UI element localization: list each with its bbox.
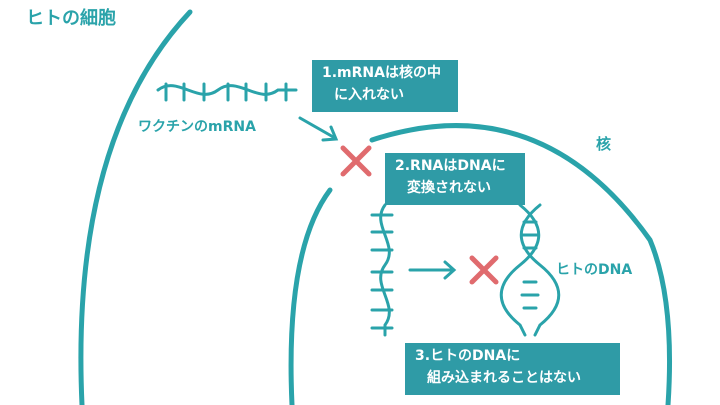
cell-membrane (78, 9, 193, 405)
nucleus-label: 核 (596, 135, 612, 153)
note-2-line-1: 2.RNAはDNAに (395, 158, 506, 174)
note-box-1: 1.mRNAは核の中 に入れない (312, 60, 458, 112)
vaccine-mrna-label: ワクチンのmRNA (138, 119, 256, 135)
note-3-line-1: 3.ヒトのDNAに (415, 348, 521, 364)
nucleus-membrane-left (288, 187, 333, 405)
note-2-line-2: 変換されない (407, 180, 491, 196)
arrow-to-nucleus (298, 116, 339, 142)
human-dna-label: ヒトのDNA (556, 262, 633, 278)
note-1-line-2: に入れない (334, 87, 404, 103)
rna-strand-vertical (370, 203, 394, 337)
nucleus-membrane-right (369, 123, 673, 405)
note-1-line-1: 1.mRNAは核の中 (322, 65, 441, 81)
cell-label: ヒトの細胞 (26, 8, 116, 29)
note-3-line-2: 組み込まれることはない (427, 370, 581, 386)
cross-mark-conversion (469, 255, 499, 285)
cross-mark-entry (340, 145, 372, 177)
arrow-to-dna (408, 260, 457, 280)
note-box-3: 3.ヒトのDNAに 組み込まれることはない (405, 343, 620, 395)
vaccine-mrna-strand (156, 82, 298, 102)
dna-double-helix (499, 203, 561, 337)
note-box-2: 2.RNAはDNAに 変換されない (385, 153, 525, 205)
